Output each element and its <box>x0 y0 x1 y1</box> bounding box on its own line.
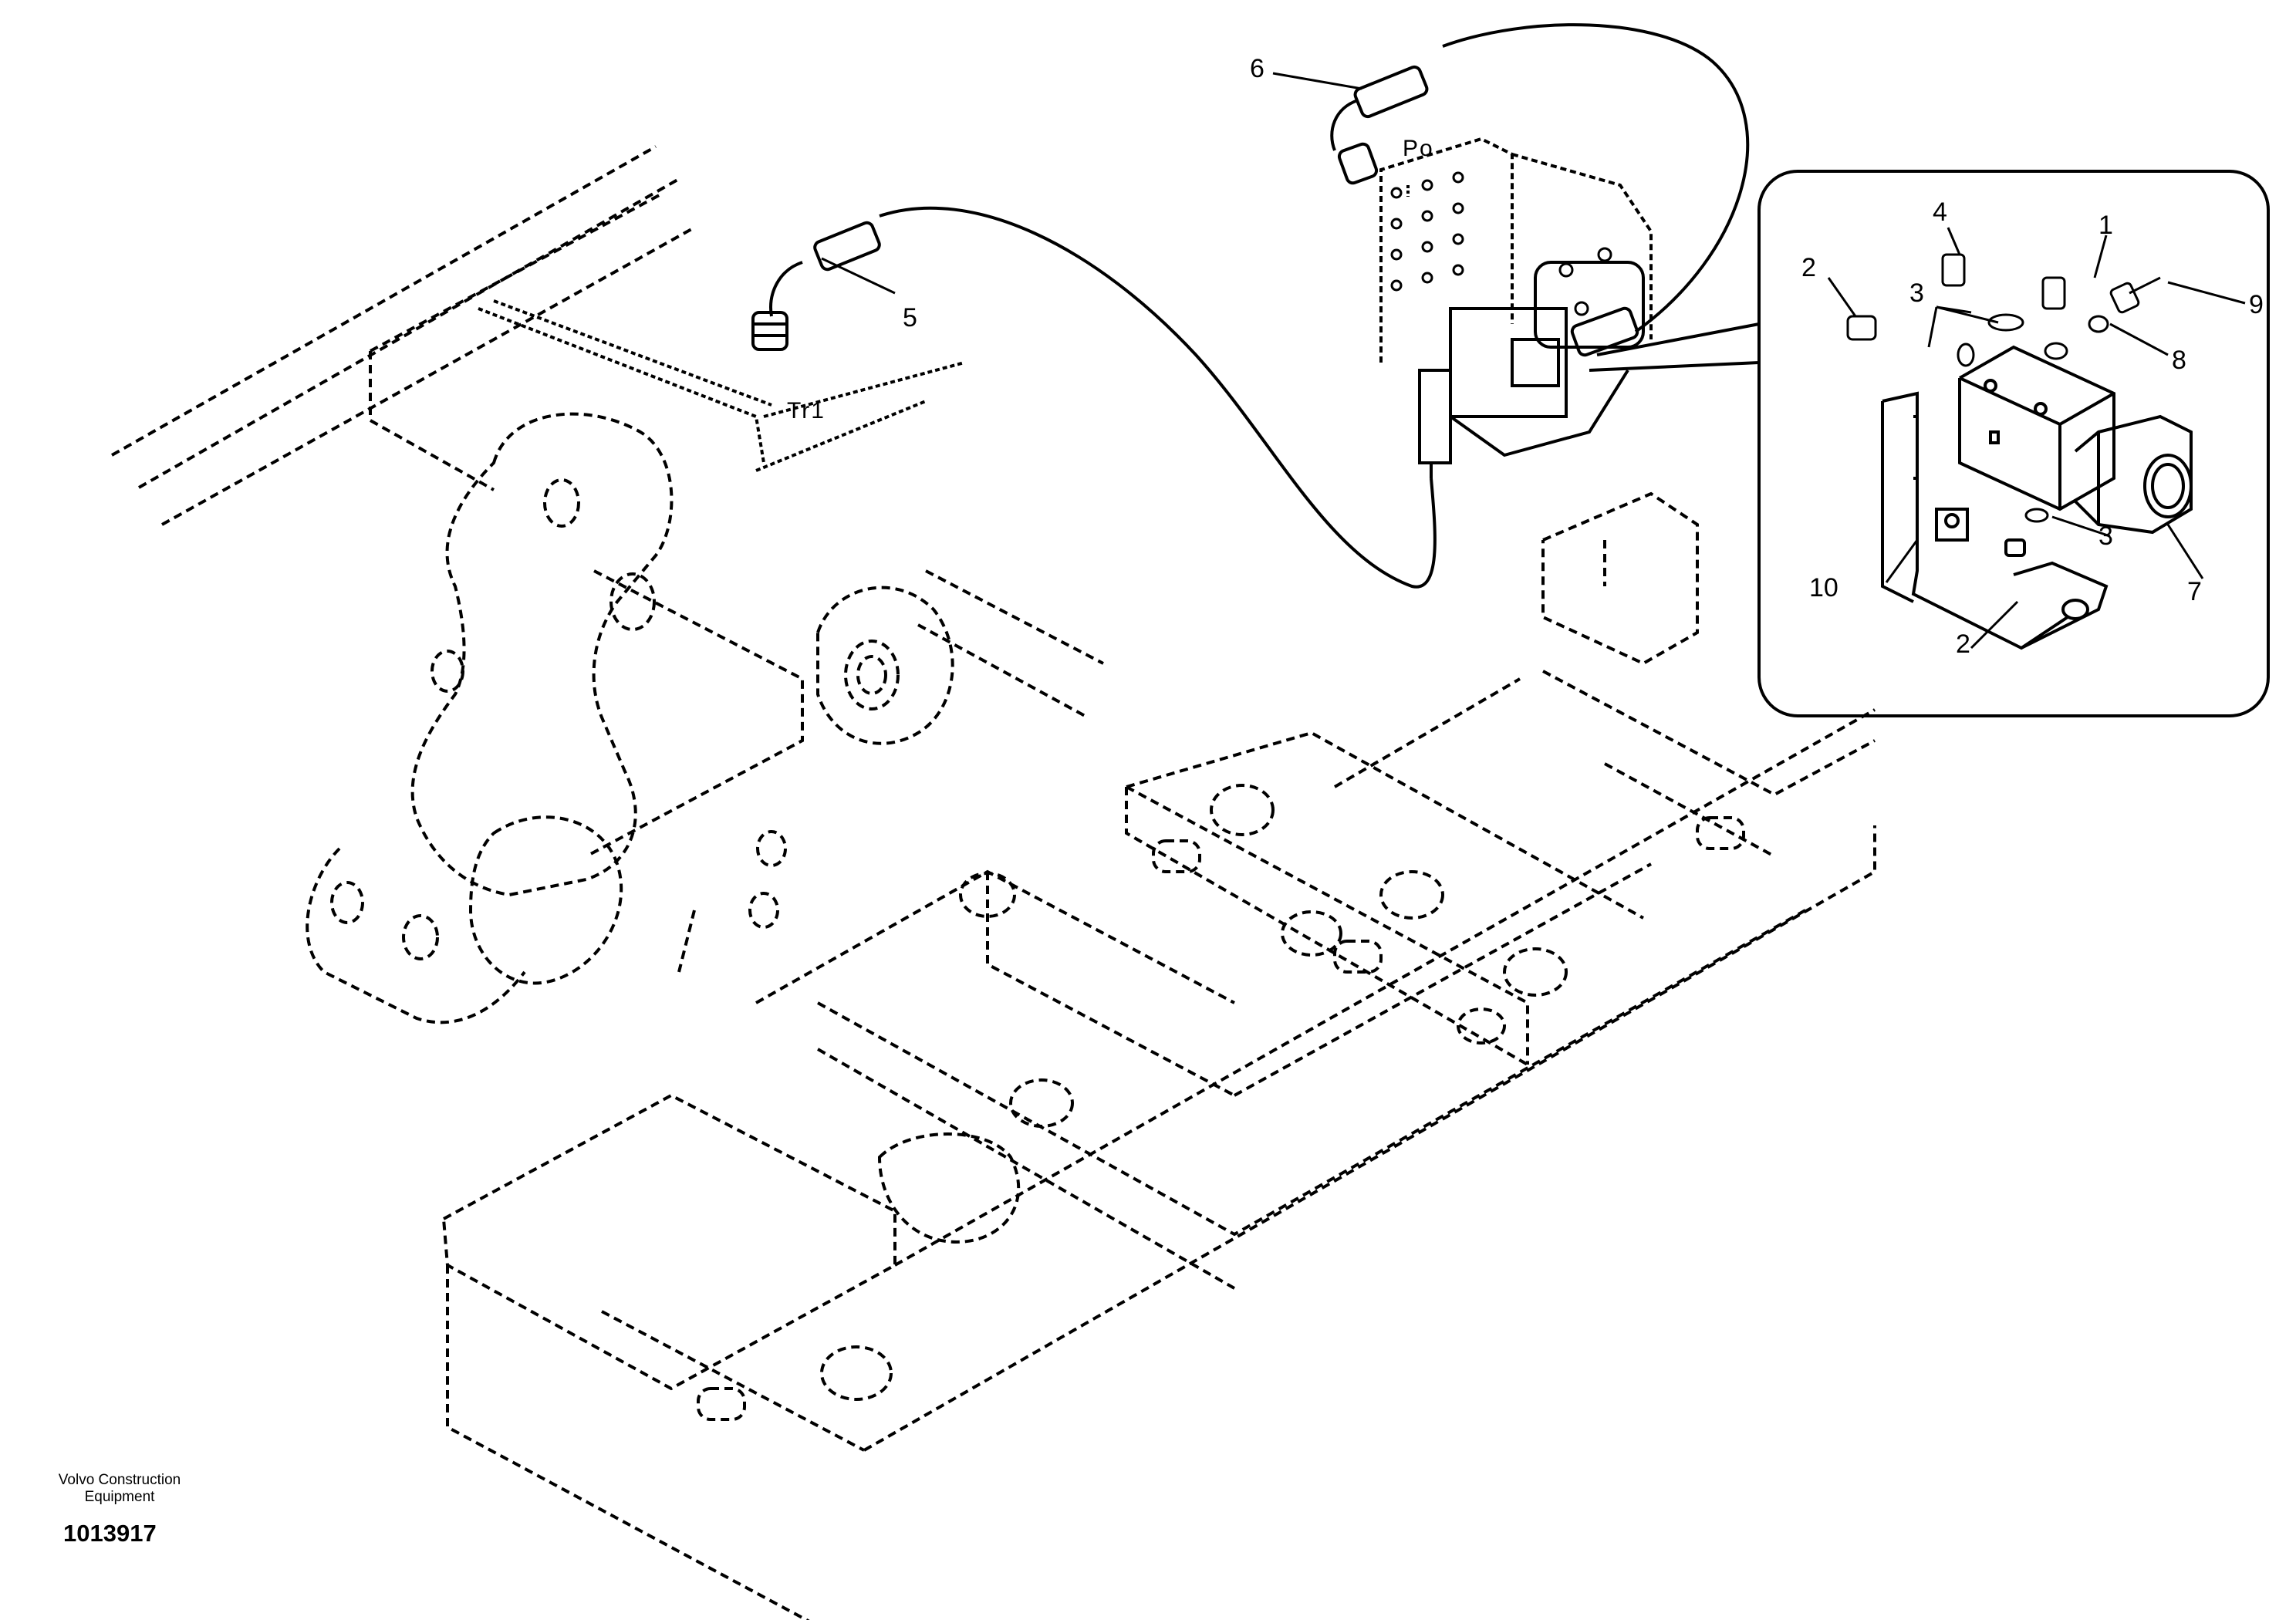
brand-line-2: Equipment <box>84 1488 155 1505</box>
hose-6 <box>1442 23 1750 333</box>
brand-line-1: Volvo Construction <box>58 1472 181 1488</box>
frame-hidden-lines <box>111 145 1876 1620</box>
callout-9: 9 <box>2249 290 2264 319</box>
callout-4: 4 <box>1933 197 1947 227</box>
callout-10: 10 <box>1809 573 1838 602</box>
callout-3-upper: 3 <box>1909 278 1924 308</box>
control-valve <box>1379 137 1653 478</box>
hose-5 <box>879 206 1437 589</box>
callout-1: 1 <box>2098 211 2113 240</box>
document-number: 1013917 <box>63 1520 157 1547</box>
port-label-tr1: Tr1 <box>787 398 826 424</box>
leader-lines <box>821 72 2246 650</box>
callout-6: 6 <box>1250 54 1264 83</box>
inset-frame <box>1757 170 2270 717</box>
detail-inset <box>1589 170 2270 717</box>
brand-label: Volvo Construction Equipment <box>42 1472 197 1506</box>
callout-5: 5 <box>903 303 917 332</box>
tr1-port-manifold <box>478 299 965 472</box>
port-label-po: Po <box>1403 136 1434 161</box>
callout-2-upper: 2 <box>1801 253 1816 282</box>
callout-7: 7 <box>2187 577 2202 606</box>
callout-2-lower: 2 <box>1956 629 1970 659</box>
callout-3-lower: 3 <box>2098 521 2113 551</box>
hoses <box>751 23 1750 589</box>
callout-8: 8 <box>2172 346 2186 375</box>
elbow-fitting-2-icon <box>1846 315 1877 341</box>
